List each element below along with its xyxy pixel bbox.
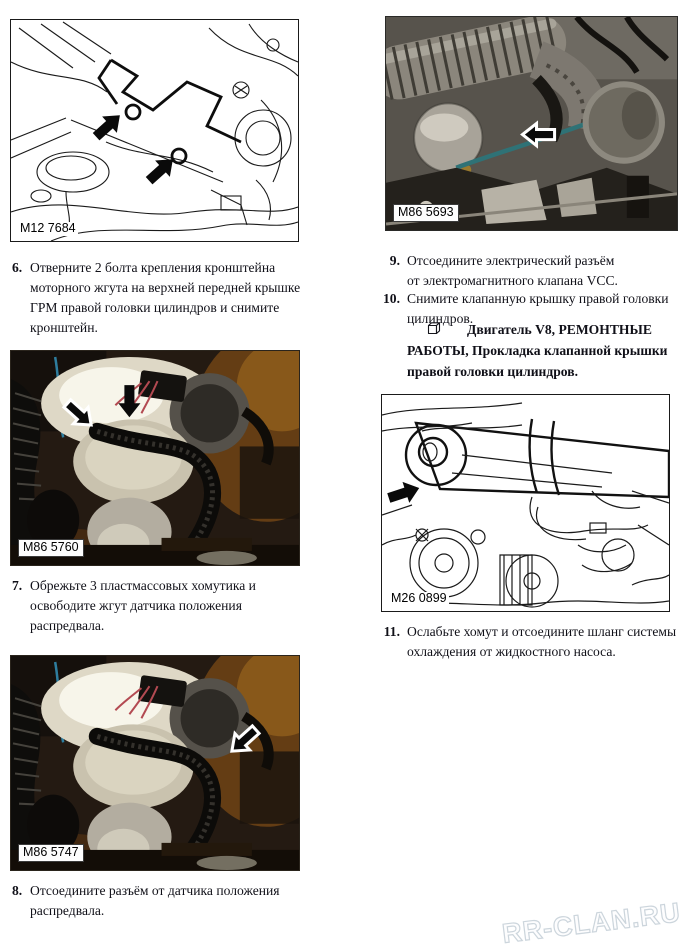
step-number: 7. bbox=[12, 578, 23, 593]
step-text: Обрежьте 3 пластмассовых хомутика и осво… bbox=[30, 578, 256, 633]
coolant-hose-illustration bbox=[382, 395, 669, 611]
figure-label: M86 5693 bbox=[393, 204, 459, 222]
step-number: 11. bbox=[383, 624, 400, 639]
step-number: 8. bbox=[12, 883, 23, 898]
step-number: 10. bbox=[383, 291, 400, 306]
engine-bay-photo bbox=[11, 656, 299, 870]
figure-label: M86 5747 bbox=[18, 844, 84, 862]
step-number: 9. bbox=[389, 253, 400, 268]
step-text: Снимите клапанную крышку правой головки … bbox=[407, 291, 669, 326]
cross-reference-text: Двигатель V8, РЕМОНТНЫЕ РАБОТЫ, Прокладк… bbox=[407, 322, 668, 379]
figure-throttle-photo-1: M86 5760 bbox=[10, 350, 300, 566]
step-text: Отсоедините разъём от датчика положения … bbox=[30, 883, 280, 918]
step-7: 7. Обрежьте 3 пластмассовых хомутика и о… bbox=[12, 576, 272, 636]
engine-bay-photo bbox=[386, 17, 677, 230]
figure-label: M26 0899 bbox=[389, 591, 449, 606]
site-watermark: RR-CLAN.RU bbox=[499, 897, 682, 950]
step-text: Ослабьте хомут и отсоедините шланг систе… bbox=[407, 624, 677, 659]
figure-bracket-line-drawing: M12 7684 bbox=[10, 19, 299, 242]
cross-reference: Двигатель V8, РЕМОНТНЫЕ РАБОТЫ, Прокладк… bbox=[407, 320, 679, 382]
step-11: 11. Ослабьте хомут и отсоедините шланг с… bbox=[372, 622, 680, 662]
figure-vcc-valve-photo: M86 5693 bbox=[385, 16, 678, 231]
manual-page: { "left_column": { "figure_top": {"label… bbox=[10, 16, 683, 950]
figure-throttle-photo-2: M86 5747 bbox=[10, 655, 300, 871]
step-8: 8. Отсоедините разъём от датчика положен… bbox=[12, 881, 302, 921]
step-text: Отверните 2 болта крепления кронштейна м… bbox=[30, 260, 301, 335]
step-10: 10. Снимите клапанную крышку правой голо… bbox=[372, 289, 678, 329]
step-9: 9. Отсоедините электрический разъём от э… bbox=[372, 251, 662, 291]
engine-bracket-illustration bbox=[11, 20, 298, 241]
manual-book-icon bbox=[427, 321, 441, 341]
figure-label: M12 7684 bbox=[18, 221, 78, 236]
figure-label: M86 5760 bbox=[18, 539, 84, 557]
figure-coolant-hose-drawing: M26 0899 bbox=[381, 394, 670, 612]
step-text: Отсоедините электрический разъём от элек… bbox=[407, 253, 618, 288]
engine-bay-photo bbox=[11, 351, 299, 565]
step-6: 6. Отверните 2 болта крепления кронштейн… bbox=[12, 258, 332, 337]
step-number: 6. bbox=[12, 260, 23, 275]
